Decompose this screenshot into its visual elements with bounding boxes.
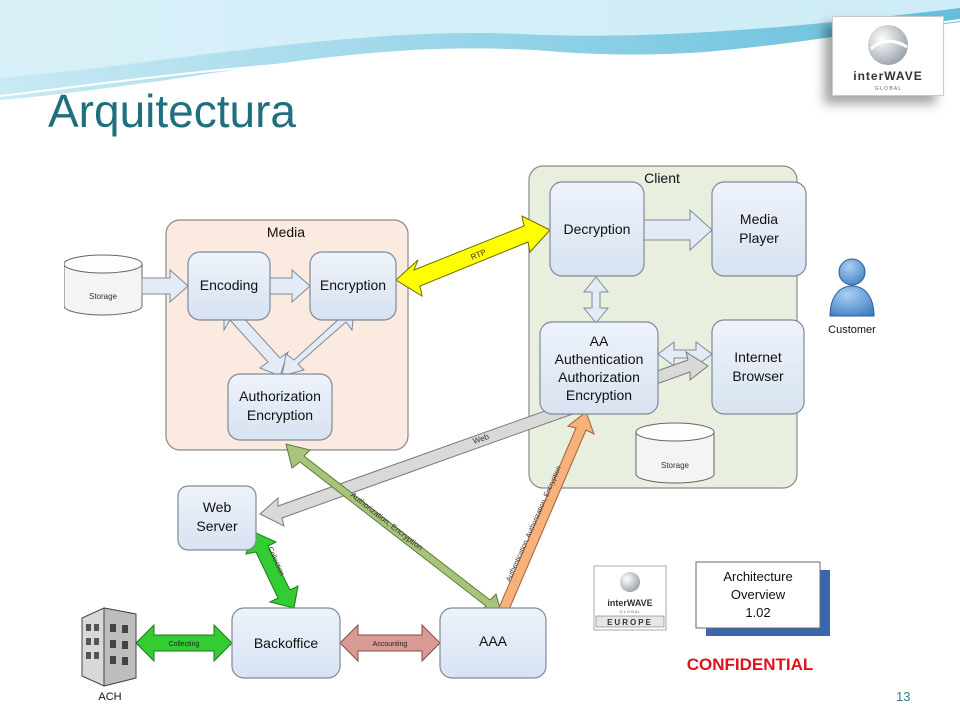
- svg-text:Encryption: Encryption: [320, 277, 386, 293]
- svg-text:Encryption: Encryption: [247, 407, 313, 423]
- svg-text:AAA: AAA: [479, 633, 508, 649]
- svg-text:Decryption: Decryption: [564, 221, 631, 237]
- svg-text:Player: Player: [739, 230, 779, 246]
- logo-brand: interWAVE: [853, 69, 922, 83]
- slide-title: Arquitectura: [48, 85, 297, 137]
- arrow-label-accounting: Accounting: [373, 641, 408, 648]
- node-encryption: Encryption: [309, 251, 397, 321]
- client-storage-label: Storage: [661, 461, 690, 470]
- confidential-label: CONFIDENTIAL: [687, 655, 814, 674]
- svg-text:interWAVE: interWAVE: [607, 598, 652, 608]
- svg-text:Encryption: Encryption: [566, 387, 632, 403]
- page-number: 13: [896, 689, 911, 704]
- header-wave-line: [0, 19, 960, 97]
- globe-icon: [868, 25, 908, 65]
- media-storage: Storage: [64, 254, 143, 316]
- interwave-europe-logo: interWAVE G L O B A L EUROPE: [593, 565, 667, 631]
- svg-text:Internet: Internet: [734, 349, 782, 365]
- svg-text:1.02: 1.02: [745, 605, 770, 620]
- customer-label: Customer: [828, 324, 876, 336]
- architecture-overview-box: Architecture Overview 1.02: [695, 561, 830, 636]
- svg-text:Server: Server: [196, 518, 238, 534]
- svg-text:Authentication: Authentication: [555, 351, 644, 367]
- architecture-diagram: Media Client Storage Storage RTP Web Aut…: [64, 162, 880, 708]
- node-backoffice: Backoffice: [231, 607, 341, 679]
- node-media-player: Media Player: [711, 181, 807, 277]
- svg-text:Browser: Browser: [732, 368, 784, 384]
- logo-sub: G L O B A L: [875, 86, 901, 92]
- node-aaa: AAA: [439, 607, 547, 679]
- svg-text:Web: Web: [203, 499, 232, 515]
- media-group-label: Media: [267, 224, 305, 240]
- node-aa: AA Authentication Authorization Encrypti…: [539, 321, 659, 415]
- node-decryption: Decryption: [549, 181, 645, 277]
- svg-text:Architecture: Architecture: [723, 569, 792, 584]
- svg-text:Backoffice: Backoffice: [254, 635, 319, 651]
- media-storage-label: Storage: [89, 292, 118, 301]
- arrow-encoding-encryption: [269, 268, 311, 304]
- svg-text:Overview: Overview: [731, 587, 786, 602]
- svg-text:G L O B A L: G L O B A L: [620, 609, 642, 614]
- svg-text:EUROPE: EUROPE: [607, 618, 653, 627]
- svg-text:Authorization: Authorization: [239, 388, 321, 404]
- node-web-server: Web Server: [177, 485, 257, 551]
- node-authorization-encryption: Authorization Encryption: [227, 373, 333, 441]
- arrow-decryption-player: [643, 208, 713, 252]
- svg-text:Encoding: Encoding: [200, 277, 258, 293]
- interwave-logo: interWAVE G L O B A L: [832, 16, 944, 96]
- svg-text:Authorization: Authorization: [558, 369, 640, 385]
- client-storage: Storage: [635, 422, 715, 484]
- node-internet-browser: Internet Browser: [711, 319, 805, 415]
- ach-label: ACH: [98, 691, 121, 703]
- node-encoding: Encoding: [187, 251, 271, 321]
- arrow-label-collecting: Collecting: [169, 641, 200, 648]
- arrow-storage-encoding: [141, 268, 189, 304]
- svg-text:Media: Media: [740, 211, 778, 227]
- building-icon: [81, 607, 137, 687]
- svg-text:AA: AA: [590, 333, 609, 349]
- customer-icon: [829, 258, 875, 317]
- client-group-label: Client: [644, 170, 680, 186]
- header-wave-light: [0, 0, 960, 78]
